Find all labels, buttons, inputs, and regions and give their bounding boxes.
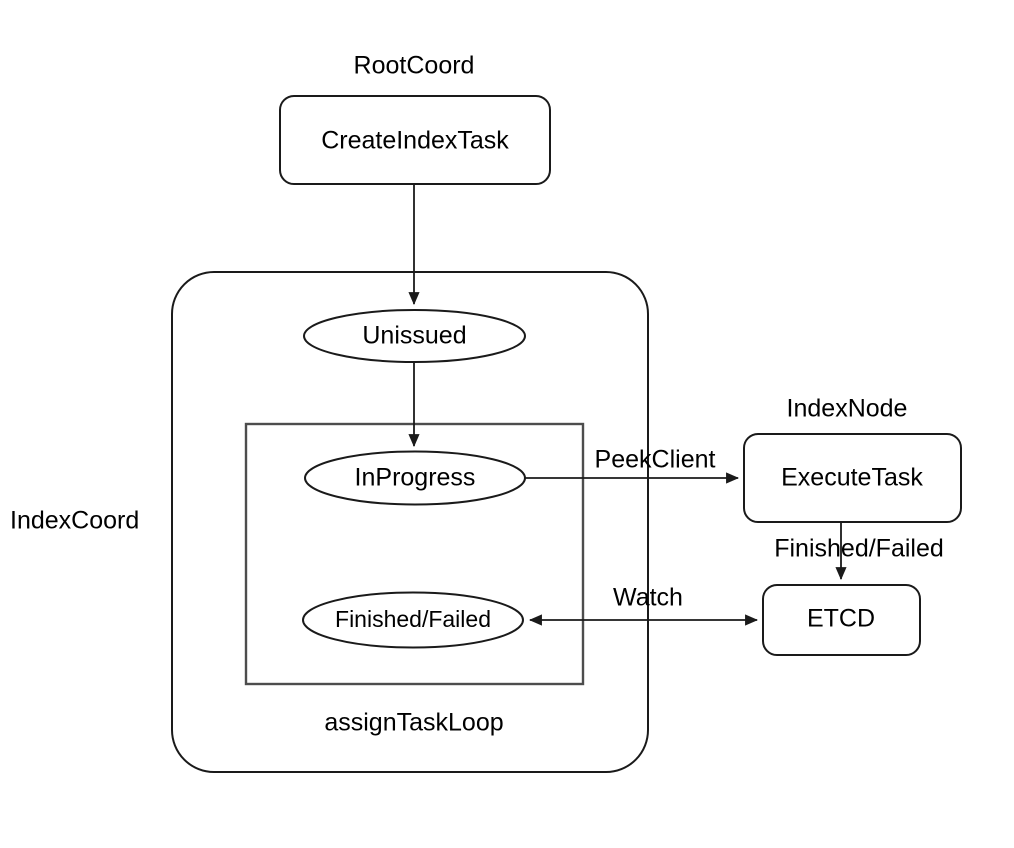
node-etcd[interactable]: ETCD <box>762 584 921 656</box>
node-create-index-task-shape <box>279 95 551 185</box>
node-create-index-task[interactable]: CreateIndexTask <box>279 95 551 185</box>
node-in-progress-shape <box>304 450 526 506</box>
node-execute-task-shape <box>743 433 962 523</box>
node-unissued-shape <box>303 309 526 363</box>
node-execute-task[interactable]: ExecuteTask <box>743 433 962 523</box>
edge-label-watch: Watch <box>613 584 683 612</box>
group-indexcoord-boundary <box>171 271 649 773</box>
node-in-progress-label: InProgress <box>355 464 476 492</box>
node-unissued[interactable]: Unissued <box>303 309 526 363</box>
node-in-progress[interactable]: InProgress <box>304 450 526 506</box>
node-etcd-shape <box>762 584 921 656</box>
group-rootcoord-label: RootCoord <box>354 52 475 80</box>
group-indexnode-label: IndexNode <box>787 395 908 423</box>
node-finished-failed[interactable]: Finished/Failed <box>302 591 524 649</box>
node-execute-task-label: ExecuteTask <box>781 464 923 492</box>
edge-label-peekclient: PeekClient <box>595 446 716 474</box>
edge-label-finished-failed: Finished/Failed <box>774 535 944 563</box>
node-finished-failed-shape <box>302 591 524 649</box>
group-indexcoord-label: IndexCoord <box>10 507 139 535</box>
group-assigntaskloop-label: assignTaskLoop <box>324 709 503 737</box>
node-finished-failed-label: Finished/Failed <box>335 606 491 632</box>
node-etcd-label: ETCD <box>807 605 875 633</box>
node-unissued-label: Unissued <box>362 322 466 350</box>
node-create-index-task-label: CreateIndexTask <box>321 127 509 155</box>
